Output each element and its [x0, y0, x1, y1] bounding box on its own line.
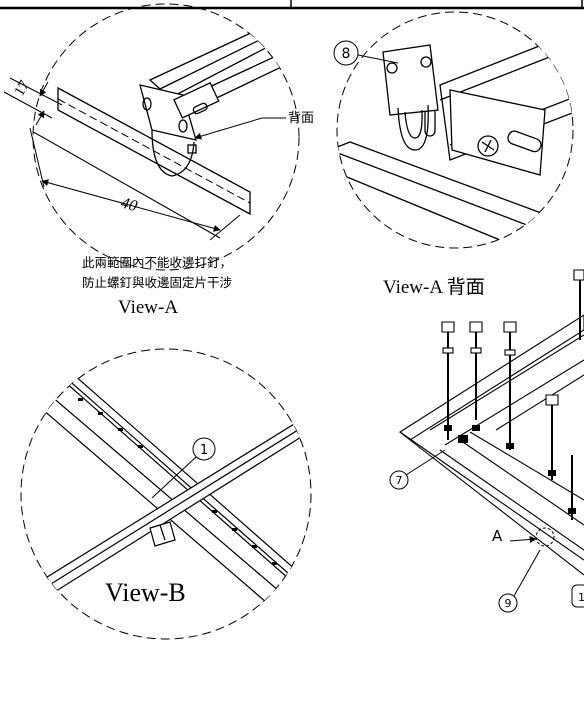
edge-clip-bracket — [139, 82, 220, 177]
callout-7: 7 — [396, 474, 403, 487]
rod-brackets — [441, 269, 584, 406]
ceiling-frame-outer — [399, 314, 584, 441]
callout-partial: 1 — [578, 591, 584, 604]
dimension-40 — [29, 127, 241, 241]
callout-9: 9 — [505, 597, 512, 610]
view-b-boundary — [20, 348, 312, 640]
isometric-assembly — [399, 269, 584, 576]
detail-ref-a: A — [492, 527, 503, 545]
view-a-title: View-A — [118, 297, 178, 318]
view-a-back-detail: 8 View-A 背面 — [333, 11, 574, 298]
callout-1: 1 — [200, 443, 208, 458]
view-a-boundary — [32, 3, 300, 271]
view-b-detail: 1 View-B — [20, 348, 312, 640]
view-a-detail: 17 40 背面 此兩範圍內不能收邊打釘， 防止螺釘與收邊固定片干涉 View-… — [3, 3, 314, 318]
view-a-back-title: View-A 背面 — [383, 276, 485, 298]
callout-8: 8 — [342, 46, 351, 62]
callout-8-bubble — [333, 40, 359, 66]
back-label: 背面 — [288, 111, 314, 126]
view-a-back-boundary — [336, 11, 574, 249]
title-block-strip — [0, 0, 584, 10]
dimension-40-text: 40 — [119, 195, 139, 216]
callout-1-bubble — [192, 437, 216, 461]
note-line-2: 防止螺釘與收邊固定片干涉 — [82, 275, 232, 290]
bracket-8 — [382, 44, 439, 116]
note-line-1: 此兩範圍內不能收邊打釘， — [82, 255, 232, 270]
iso-callouts: 7 9 A 1 — [389, 449, 584, 613]
view-b-title: View-B — [105, 578, 186, 607]
dimension-17 — [3, 77, 63, 126]
hanger-rods — [447, 270, 581, 520]
detail-a-marker — [535, 527, 555, 547]
